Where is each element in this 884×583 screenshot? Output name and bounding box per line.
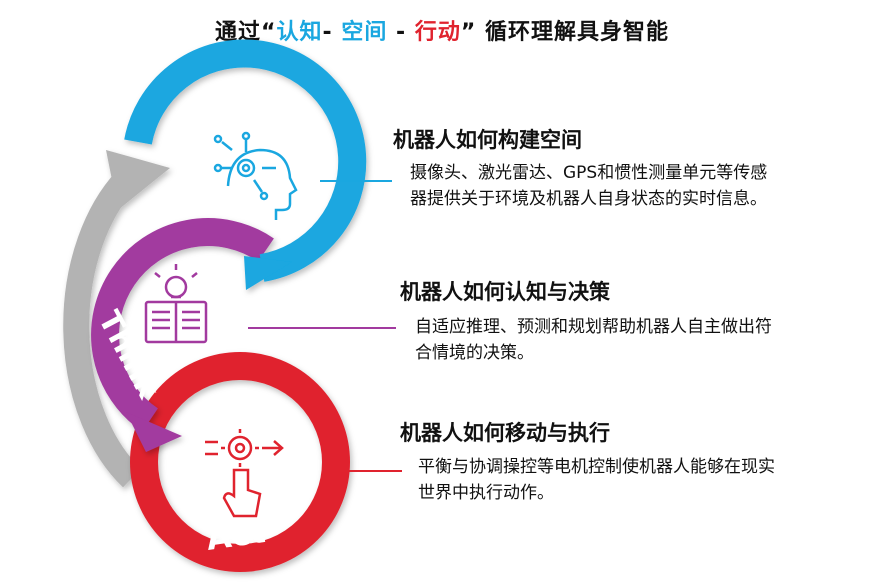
connector-line-think [248,327,396,329]
title-dash: - [396,20,407,45]
section-heading-see: 机器人如何构建空间 [393,128,582,152]
title-open-quote: “ [261,20,277,45]
title-see-word: 认知 [276,20,323,45]
section-body-line: 世界中执行动作。 [418,483,554,503]
section-heading-act: 机器人如何移动与执行 [400,421,610,445]
connector-line-act [340,470,402,472]
think-ring [91,218,274,452]
title-suffix: 循环理解具身智能 [484,20,669,45]
section-body-line: 平衡与协调操控等电机控制使机器人能够在现实 [418,457,775,477]
title-close-quote: ” [460,20,477,45]
section-body-line: 合情境的决策。 [415,343,534,363]
title-act-word: 行动 [414,20,461,45]
title-dash: - [322,20,333,45]
act-ring [130,352,350,572]
title-space-word: 空间 [341,20,388,45]
lightbulb-book-icon [144,264,208,344]
see-ring [124,39,367,290]
section-body-see: 摄像头、激光雷达、GPS和惯性测量单元等传感 器提供关于环境及机器人自身状态的实… [410,160,880,212]
section-heading-think: 机器人如何认知与决策 [400,280,610,304]
page-title: 通过“认知- 空间 - 行动” 循环理解具身智能 [0,14,884,46]
act-label: Act [204,512,268,558]
return-arrow [63,150,170,488]
hand-gear-arrow-icon [205,429,284,518]
connector-line-see [320,180,392,182]
section-body-line: 自适应推理、预测和规划帮助机器人自主做出符 [415,317,772,337]
section-body-act: 平衡与协调操控等电机控制使机器人能够在现实 世界中执行动作。 [418,454,880,506]
section-body-line: 器提供关于环境及机器人自身状态的实时信息。 [410,189,767,209]
section-body-line: 摄像头、激光雷达、GPS和惯性测量单元等传感 [410,163,768,183]
section-body-think: 自适应推理、预测和规划帮助机器人自主做出符 合情境的决策。 [415,314,880,366]
ai-head-icon [213,131,298,220]
